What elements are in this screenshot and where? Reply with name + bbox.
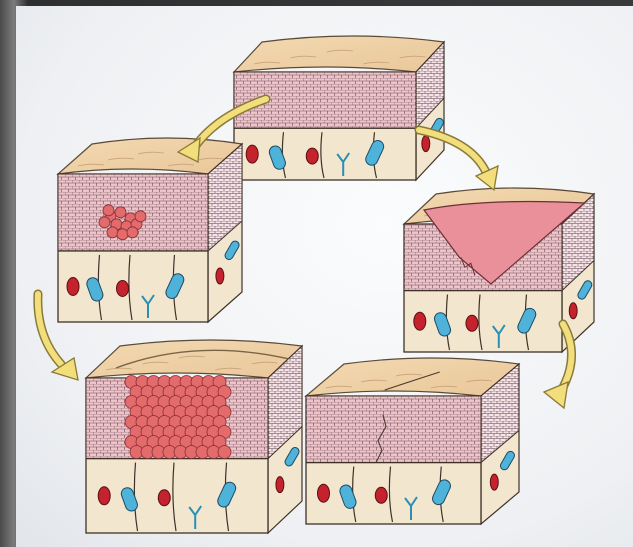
epidermis-layer (58, 174, 208, 251)
epidermis-layer (306, 396, 481, 463)
blood-cell (158, 490, 170, 506)
wound-healing-diagram (16, 6, 633, 547)
skin-block-cell-mass (86, 340, 302, 533)
cell-mass (125, 376, 231, 459)
skin-surface (234, 36, 444, 72)
blood-cell (414, 312, 426, 330)
blood-cell (246, 145, 258, 163)
skin-block-intact (234, 36, 445, 180)
blood-cell (306, 148, 318, 164)
paper-background (16, 6, 633, 547)
skin-block-small-cluster (58, 138, 242, 322)
blood-cell (318, 484, 330, 502)
blood-cell (117, 280, 129, 296)
blood-cell (67, 277, 79, 295)
blood-cell (98, 487, 110, 505)
skin-block-healed (306, 358, 519, 524)
blood-cell (375, 487, 387, 503)
blood-cell (466, 315, 478, 331)
skin-surface (86, 340, 302, 378)
